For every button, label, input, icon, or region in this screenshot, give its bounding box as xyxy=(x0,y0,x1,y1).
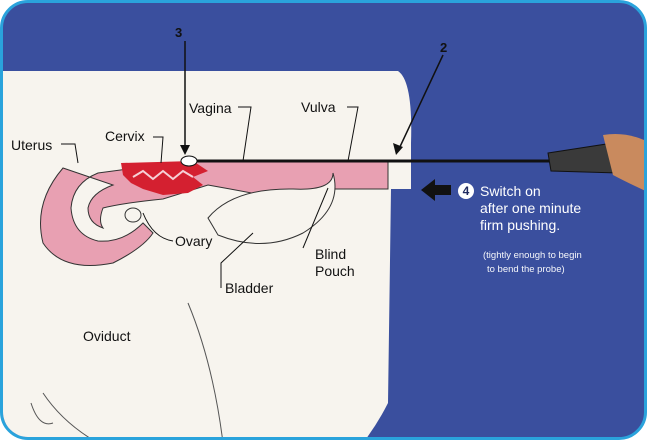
instruction-line1: Switch on xyxy=(480,183,541,200)
label-uterus: Uterus xyxy=(11,138,52,152)
label-blind: Blind xyxy=(315,247,346,261)
step-2-label: 2 xyxy=(440,40,447,55)
ovary-shape xyxy=(125,208,141,222)
label-vulva: Vulva xyxy=(301,100,336,114)
step-3-label: 3 xyxy=(175,25,182,40)
label-vagina: Vagina xyxy=(189,101,232,115)
instruction-line2: after one minute xyxy=(480,200,581,217)
label-bladder: Bladder xyxy=(225,281,273,295)
instruction-line3: firm pushing. xyxy=(480,217,560,234)
instruction-note1: (tightly enough to begin xyxy=(483,250,582,262)
label-oviduct: Oviduct xyxy=(83,329,130,343)
switch-arrow xyxy=(421,179,451,201)
instruction-note2: to bend the probe) xyxy=(487,264,565,276)
label-ovary: Ovary xyxy=(175,234,212,248)
probe-tip xyxy=(181,156,197,166)
label-cervix: Cervix xyxy=(105,129,145,143)
label-pouch: Pouch xyxy=(315,264,355,278)
step-4-badge: 4 xyxy=(458,183,474,199)
